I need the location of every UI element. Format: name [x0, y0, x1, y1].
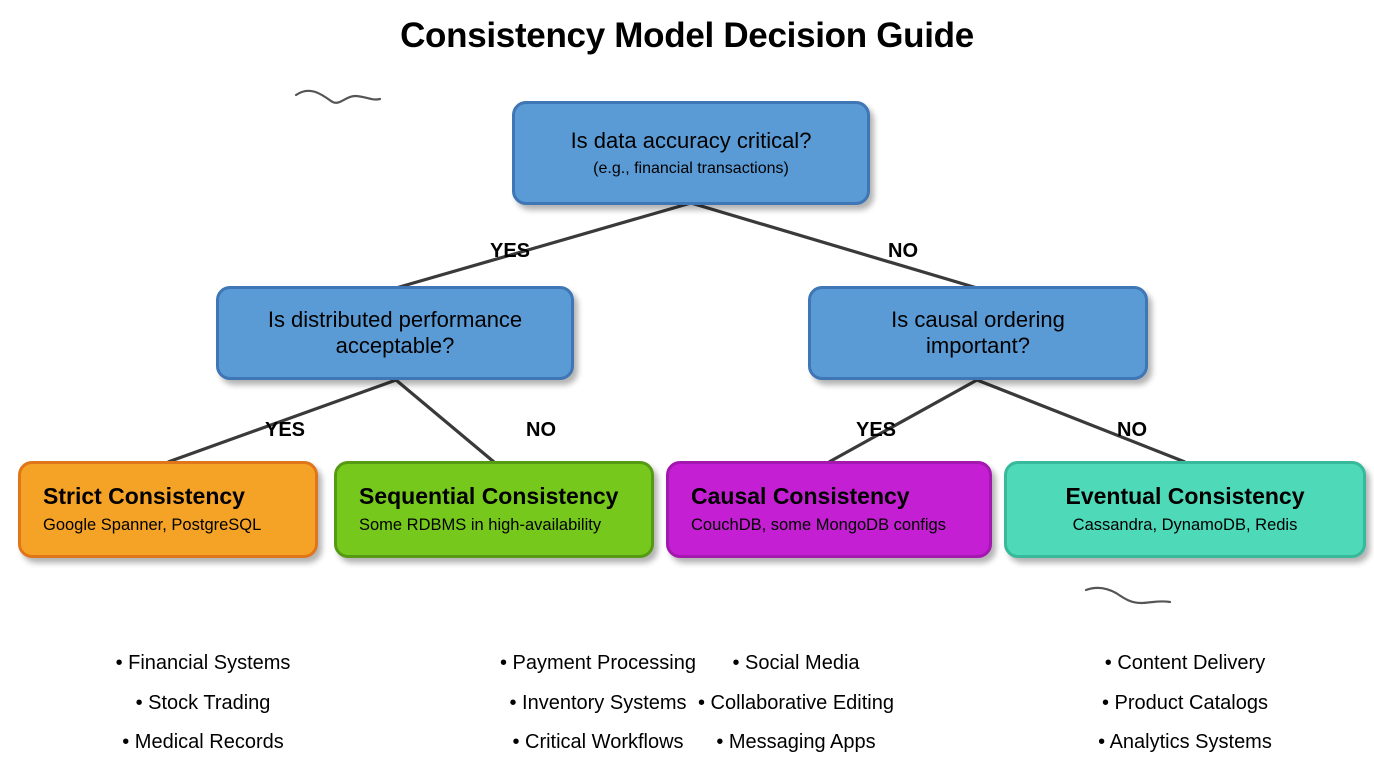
node-left-decision-line2: acceptable? [335, 333, 455, 358]
edge-label-left-yes: YES [265, 419, 306, 441]
list-item: • Collaborative Editing [698, 691, 894, 714]
usecase-column-causal: • Social Media • Collaborative Editing •… [641, 644, 951, 763]
edge-root-no [690, 201, 978, 290]
edge-label-right-no: NO [1117, 419, 1147, 441]
node-root-title: Is data accuracy critical? [570, 128, 812, 154]
edge-label-left-no: NO [526, 419, 556, 441]
page-title: Consistency Model Decision Guide [400, 16, 974, 55]
usecase-column-sequential: • Payment Processing • Inventory Systems… [443, 644, 753, 763]
list-item: • Analytics Systems [1098, 731, 1272, 754]
list-item: • Social Media [732, 652, 860, 674]
edge-label-root-no: NO [888, 240, 918, 262]
list-item: • Financial Systems [115, 652, 291, 674]
squiggle-decoration-bottom [1084, 586, 1172, 605]
node-eventual-title: Eventual Consistency [1065, 483, 1305, 510]
node-right-decision-line2: important? [926, 333, 1030, 358]
node-strict-consistency[interactable]: Strict Consistency Google Spanner, Postg… [18, 461, 318, 558]
list-item: • Payment Processing [500, 652, 696, 674]
node-eventual-examples: Cassandra, DynamoDB, Redis [1072, 515, 1298, 534]
node-right-decision-line1: Is causal ordering [891, 307, 1065, 333]
node-causal-examples: CouchDB, some MongoDB configs [691, 515, 946, 534]
list-item: • Critical Workflows [512, 731, 684, 754]
node-root-decision[interactable]: Is data accuracy critical? (e.g., financ… [512, 101, 870, 205]
usecase-column-strict: • Financial Systems • Stock Trading • Me… [48, 644, 358, 763]
node-sequential-consistency[interactable]: Sequential Consistency Some RDBMS in hig… [334, 461, 654, 558]
node-sequential-title: Sequential Consistency [359, 483, 619, 510]
node-eventual-consistency[interactable]: Eventual Consistency Cassandra, DynamoDB… [1004, 461, 1366, 558]
list-item: • Medical Records [122, 731, 284, 754]
usecase-column-eventual: • Content Delivery • Product Catalogs • … [1030, 644, 1340, 763]
edge-label-right-yes: YES [856, 419, 897, 441]
node-strict-examples: Google Spanner, PostgreSQL [43, 515, 262, 534]
node-left-decision-line1: Is distributed performance [267, 307, 523, 333]
node-causal-consistency[interactable]: Causal Consistency CouchDB, some MongoDB… [666, 461, 992, 558]
node-causal-title: Causal Consistency [691, 483, 910, 510]
list-item: • Messaging Apps [716, 731, 876, 754]
list-item: • Inventory Systems [509, 691, 687, 714]
edge-label-root-yes: YES [490, 240, 531, 262]
list-item: • Product Catalogs [1102, 691, 1268, 714]
node-left-decision[interactable]: Is distributed performance acceptable? [216, 286, 574, 380]
edge-left-no [394, 378, 496, 464]
node-sequential-examples: Some RDBMS in high-availability [359, 515, 602, 534]
list-item: • Stock Trading [135, 691, 271, 714]
node-root-subtitle: (e.g., financial transactions) [593, 159, 789, 177]
edge-right-no [976, 378, 1186, 464]
edge-right-yes [828, 378, 978, 464]
squiggle-decoration-top [294, 89, 382, 104]
edge-root-yes [395, 201, 692, 290]
node-strict-title: Strict Consistency [43, 483, 245, 510]
list-item: • Content Delivery [1104, 652, 1266, 674]
node-right-decision[interactable]: Is causal ordering important? [808, 286, 1148, 380]
